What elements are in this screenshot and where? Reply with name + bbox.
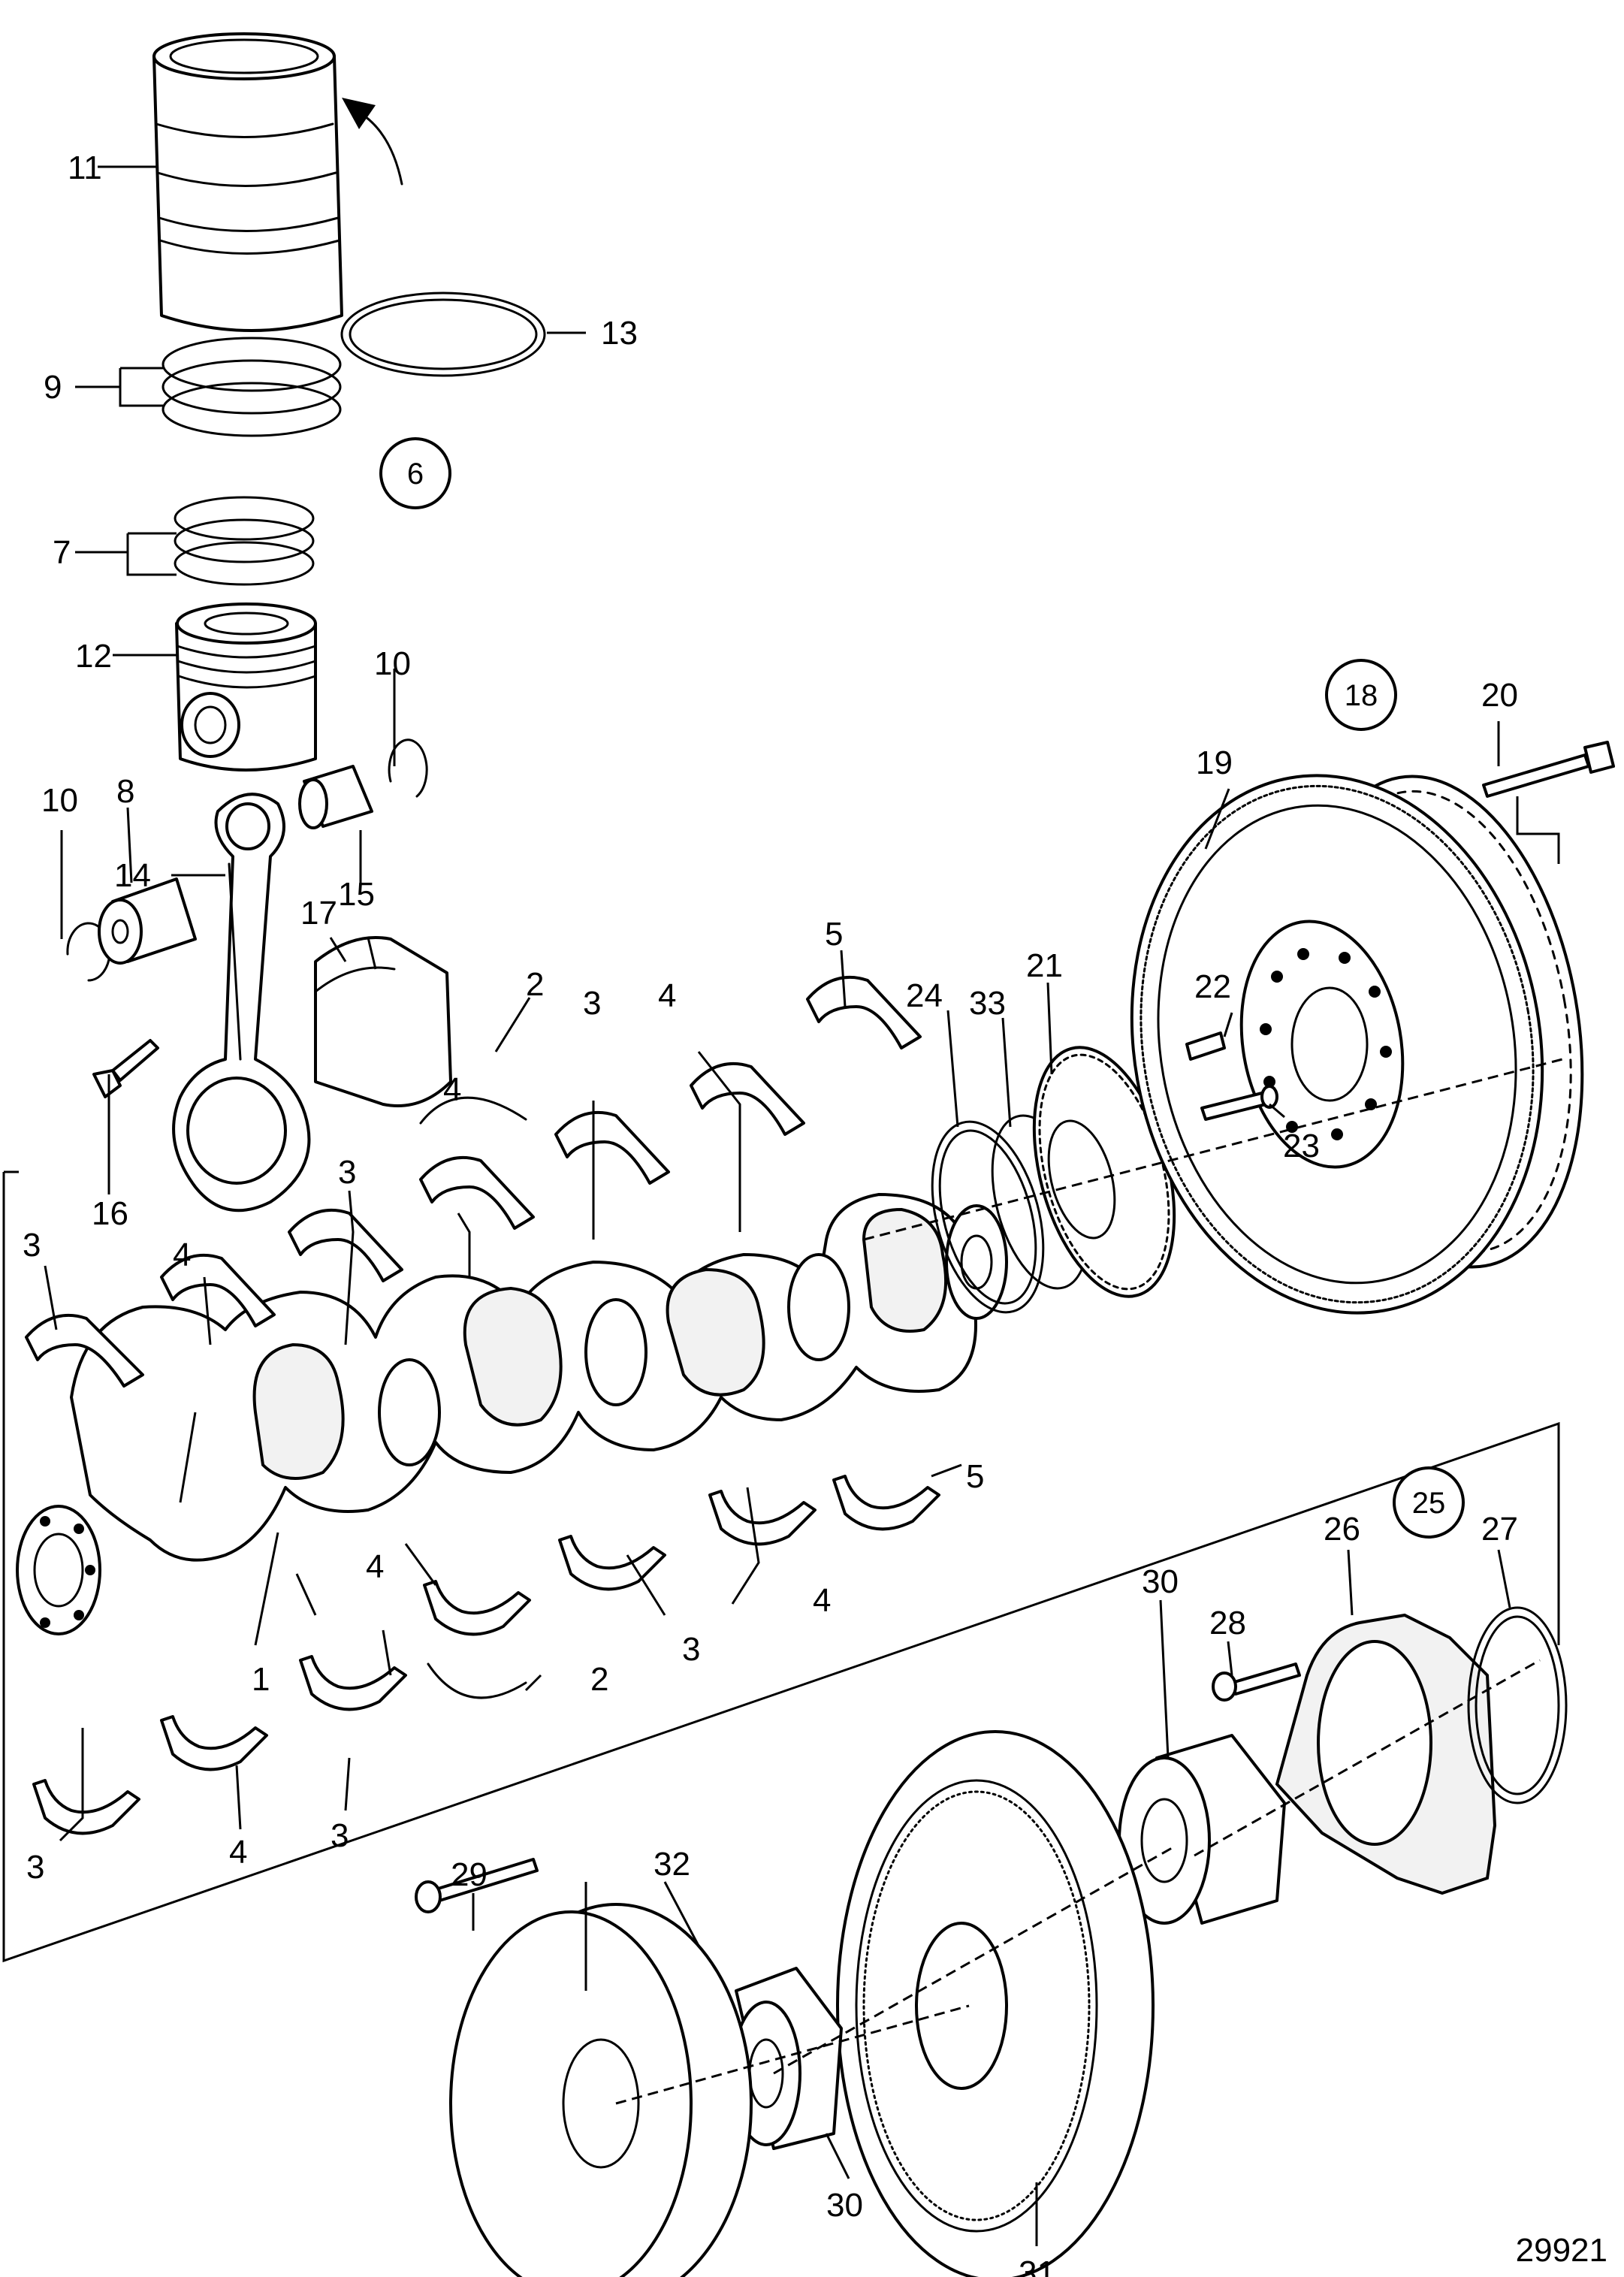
label-12: 12 (75, 638, 112, 675)
label-15: 15 (338, 876, 375, 913)
reference-label-6: 6 (407, 458, 424, 491)
label-4d: 4 (813, 1582, 831, 1619)
piston-pin (98, 877, 197, 965)
crankshaft-pulley (836, 1730, 1155, 2277)
label-4e: 4 (366, 1548, 384, 1585)
label-9: 9 (44, 369, 62, 406)
flywheel-bolt (1482, 741, 1615, 798)
rear-seal-ring (931, 1120, 1045, 1314)
label-4f: 4 (229, 1834, 247, 1871)
con-rod-bolt (92, 1039, 159, 1098)
big-end-bearing (314, 936, 452, 1107)
label-3f: 3 (26, 1849, 44, 1886)
label-20: 20 (1481, 677, 1518, 714)
reference-label-25: 25 (1412, 1487, 1446, 1520)
reference-label-18: 18 (1345, 679, 1378, 712)
label-33: 33 (969, 985, 1006, 1022)
label-10b: 10 (41, 782, 78, 819)
label-21: 21 (1026, 947, 1063, 984)
circlip-right (388, 738, 428, 798)
crankshaft (16, 1193, 1008, 1635)
rear-cover-plate (1275, 1613, 1497, 1895)
bearing-shells-upper (25, 975, 922, 1388)
label-13: 13 (601, 315, 638, 352)
label-5a: 5 (825, 916, 843, 953)
label-30a: 30 (1142, 1563, 1179, 1600)
dowel-pin (1185, 1031, 1226, 1061)
label-2a: 2 (526, 966, 544, 1003)
label-23: 23 (1283, 1128, 1320, 1164)
label-17: 17 (300, 895, 337, 932)
label-4a: 4 (658, 977, 676, 1014)
label-27: 27 (1481, 1511, 1518, 1548)
label-2b: 2 (590, 1661, 608, 1698)
vibration-damper (449, 1903, 753, 2277)
label-10a: 10 (374, 645, 411, 682)
rotation-arrow-icon (342, 98, 403, 186)
label-3e: 3 (331, 1817, 349, 1854)
label-16: 16 (92, 1195, 128, 1232)
reference-circle-6: 6 (379, 437, 451, 509)
label-3a: 3 (583, 985, 601, 1022)
piston (175, 602, 317, 772)
label-31: 31 (1019, 2254, 1055, 2277)
damper-bolt (415, 1858, 539, 1913)
liner-seal-ring (340, 291, 546, 377)
leader-lines (44, 165, 1511, 2246)
label-29: 29 (451, 1856, 488, 1893)
label-1: 1 (252, 1661, 270, 1698)
label-3c: 3 (23, 1227, 41, 1264)
label-3d: 3 (682, 1631, 700, 1668)
hub-upper (1118, 1734, 1286, 1925)
reference-circle-25: 25 (1393, 1466, 1465, 1539)
assembly-outline-lines (2, 796, 1563, 2105)
flywheel (1130, 774, 1584, 1315)
cover-screw (1212, 1662, 1301, 1702)
label-4b: 4 (443, 1071, 461, 1108)
label-5b: 5 (966, 1458, 984, 1495)
label-11: 11 (68, 149, 102, 186)
label-22: 22 (1194, 968, 1231, 1005)
bearing-shells-lower (32, 1475, 940, 1835)
part-labels: 11 13 9 7 12 10 8 10 15 14 17 16 2 3 4 5… (23, 149, 1518, 2277)
label-30b: 30 (826, 2187, 863, 2224)
liner-o-rings (161, 337, 342, 437)
rear-cover-seal (1467, 1606, 1568, 1804)
label-8: 8 (116, 773, 134, 810)
label-32: 32 (654, 1846, 690, 1883)
cylinder-liner (152, 32, 343, 332)
label-4c: 4 (173, 1237, 191, 1273)
piston-rings (174, 496, 315, 586)
connecting-rod (172, 793, 311, 1212)
label-14: 14 (114, 857, 151, 894)
label-26: 26 (1324, 1511, 1360, 1548)
label-19: 19 (1196, 744, 1233, 781)
small-end-bushing (298, 765, 373, 829)
label-3b: 3 (338, 1154, 356, 1191)
label-28: 28 (1209, 1605, 1246, 1641)
reference-circle-18: 18 (1325, 659, 1397, 731)
figure-reference-number: 29921 (1516, 2232, 1607, 2269)
gear-screw (1200, 1085, 1278, 1121)
label-7: 7 (53, 534, 71, 571)
label-24: 24 (906, 977, 943, 1014)
